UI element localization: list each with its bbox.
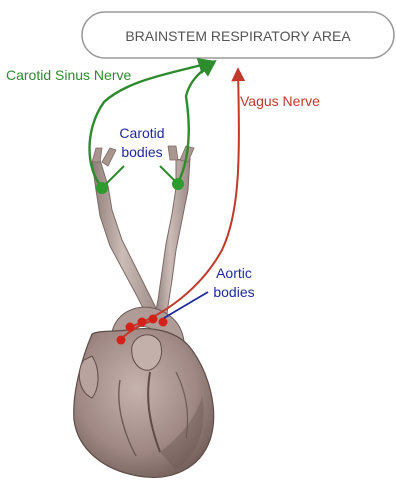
brainstem-label: BRAINSTEM RESPIRATORY AREA — [125, 28, 351, 44]
right-carotid-body-marker — [172, 178, 184, 190]
carotid-arteries — [92, 146, 194, 322]
heart — [74, 307, 214, 477]
aortic-body-marker-1 — [117, 336, 126, 345]
aortic-body-marker-4 — [149, 315, 158, 324]
right-internal-carotid — [168, 146, 178, 160]
carotid-sinus-nerve-right-path — [178, 62, 214, 183]
aortic-bodies-label-line1: Aortic — [216, 265, 252, 281]
left-internal-carotid — [92, 148, 102, 162]
carotid-sinus-nerve-label: Carotid Sinus Nerve — [6, 67, 131, 83]
left-external-carotid — [102, 148, 116, 166]
right-common-carotid-artery — [154, 158, 190, 322]
carotid-bodies-label-line2: bodies — [121, 144, 162, 160]
aortic-body-marker-2 — [126, 323, 135, 332]
aortic-body-marker-3 — [138, 318, 147, 327]
pulmonary-trunk — [132, 335, 162, 370]
carotid-bodies-label-line1: Carotid — [119, 125, 164, 141]
brainstem-respiratory-area: BRAINSTEM RESPIRATORY AREA — [82, 12, 394, 58]
carotid-bodies-pointer-right — [160, 166, 176, 182]
aortic-body-marker-5 — [159, 318, 168, 327]
carotid-bodies-pointer-left — [104, 166, 124, 186]
aortic-bodies-label-line2: bodies — [213, 284, 254, 300]
left-carotid-body-marker — [96, 182, 108, 194]
vagus-nerve-label: Vagus Nerve — [240, 93, 320, 109]
